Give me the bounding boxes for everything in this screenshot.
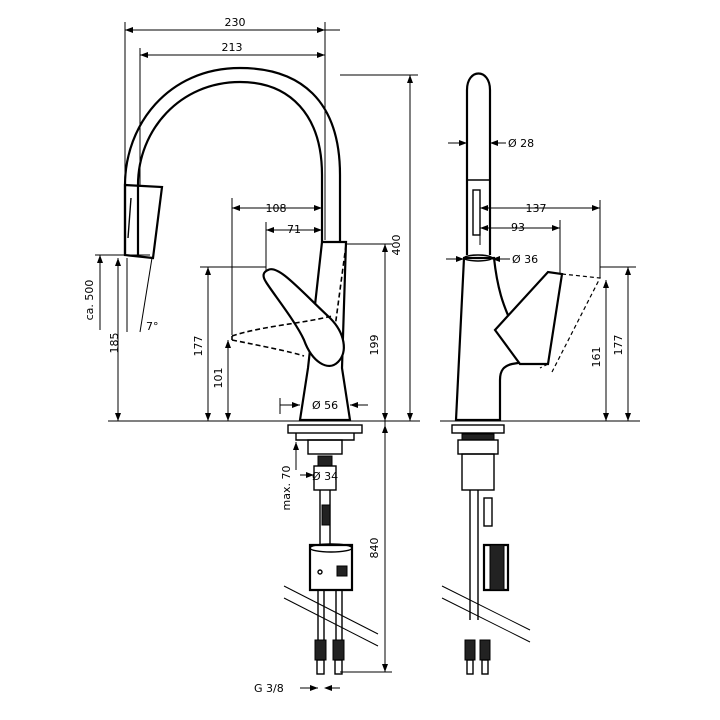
dim-400: 400: [390, 235, 403, 256]
dim-177-side: 177: [612, 335, 625, 356]
dim-108: 108: [266, 202, 287, 215]
dim-840: 840: [368, 538, 381, 559]
side-handle: [493, 270, 564, 366]
side-view: [440, 72, 640, 675]
dim-101: 101: [212, 368, 225, 389]
dim-angle-7: 7°: [146, 320, 159, 333]
dim-137: 137: [526, 202, 547, 215]
swing-outline-dashed: [333, 244, 347, 336]
side-spout: [465, 72, 492, 255]
handle-dashed-position: [231, 315, 333, 337]
dim-161: 161: [590, 347, 603, 368]
spout-arc: [136, 80, 324, 255]
dim-185: 185: [108, 333, 121, 354]
dim-diameter-28: Ø 28: [508, 137, 534, 150]
dim-71: 71: [287, 223, 301, 236]
faucet-body: [298, 240, 352, 422]
dim-199: 199: [368, 335, 381, 356]
handle: [262, 268, 345, 367]
mounting-flange: [287, 424, 363, 434]
connector-box: [308, 543, 354, 592]
dim-max-70: max. 70: [280, 466, 293, 511]
dim-93: 93: [511, 221, 525, 234]
dim-pullout-500: ca. 500: [83, 280, 96, 321]
front-dimensions: 230 213 400 108 71 199 177: [83, 16, 418, 695]
dim-diameter-34: Ø 34: [312, 470, 338, 483]
dim-177-front: 177: [192, 336, 205, 357]
dim-diameter-56: Ø 56: [312, 399, 338, 412]
dim-213: 213: [222, 41, 243, 54]
spray-head: [123, 183, 164, 260]
front-view: [108, 66, 420, 675]
side-dimensions: Ø 28 137 93 Ø 36 177 161: [446, 137, 636, 421]
dim-thread-g38: G 3/8: [254, 682, 284, 695]
dim-230: 230: [225, 16, 246, 29]
dim-diameter-36: Ø 36: [512, 253, 538, 266]
